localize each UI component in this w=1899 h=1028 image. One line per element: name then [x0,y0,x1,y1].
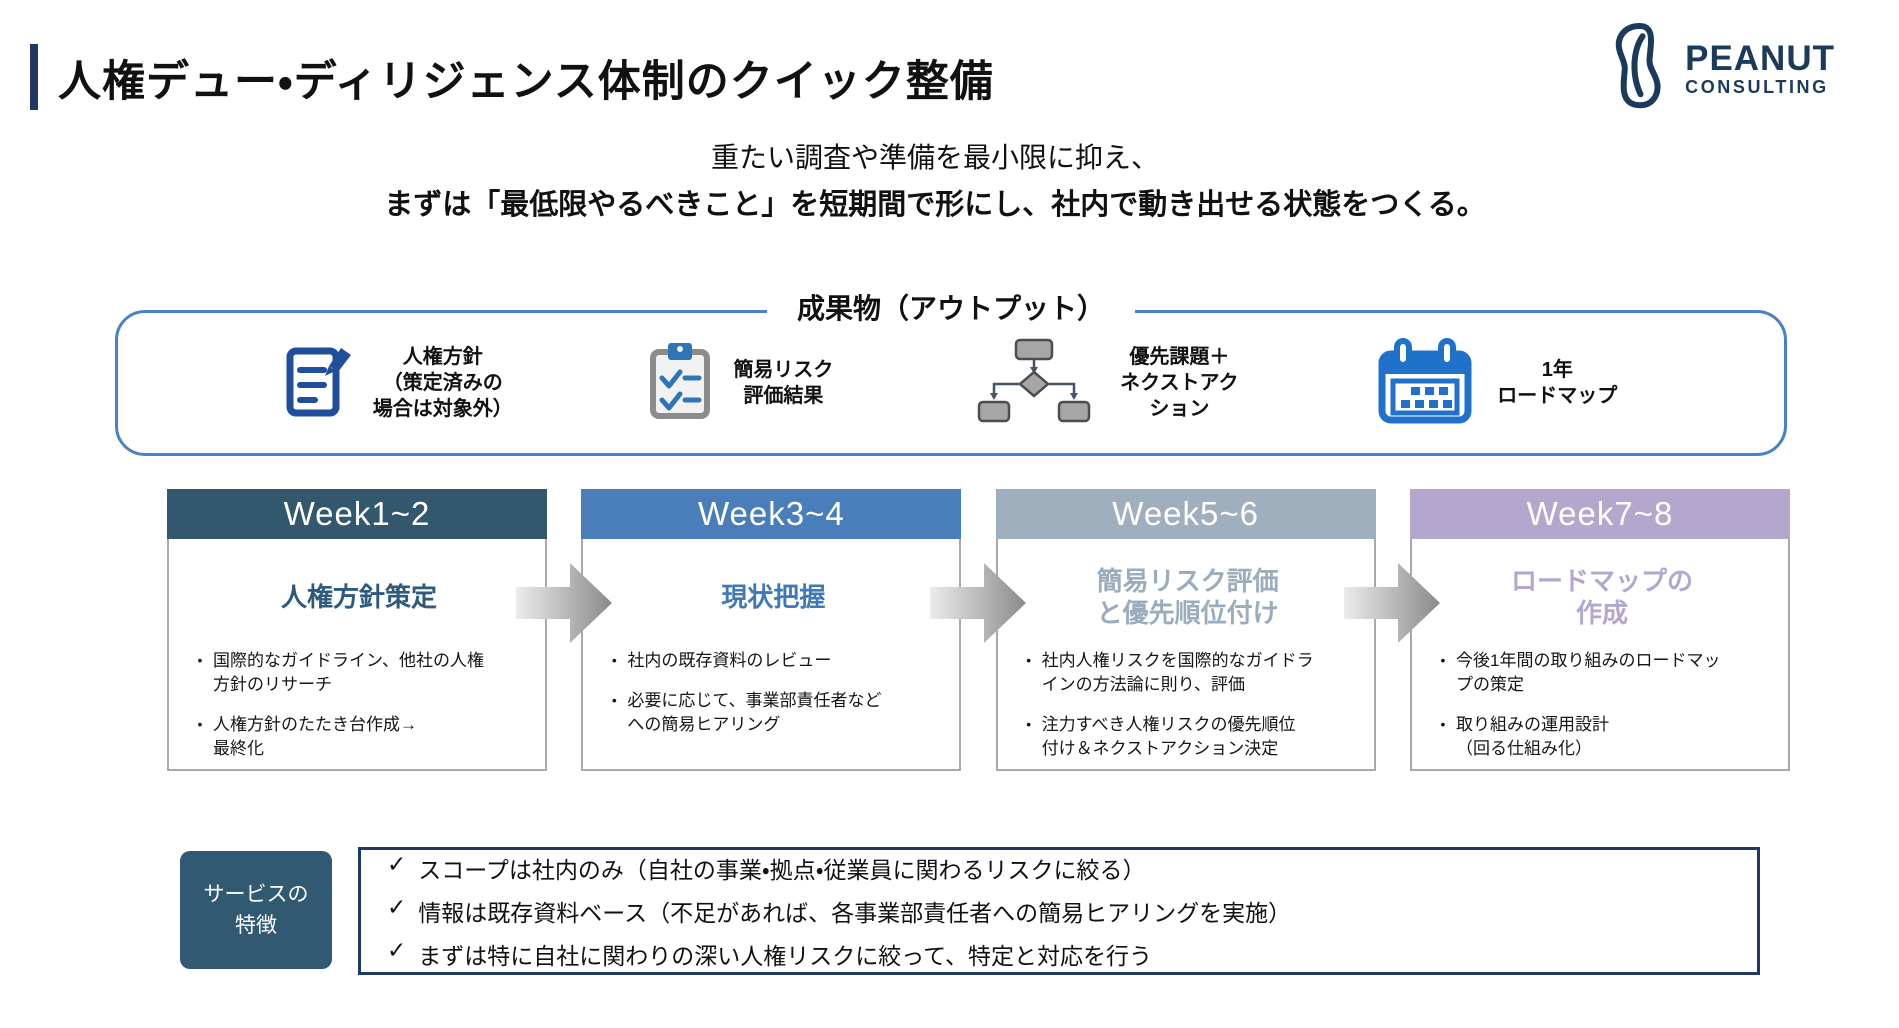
outputs-items: 人権方針 （策定済みの 場合は対象外） 簡易リスク 評価結果 [118,313,1784,453]
check-icon: ✓ [387,937,407,963]
subtitle-block: 重たい調査や準備を最小限に抑え、 まずは「最低限やるべきこと」を短期間で形にし、… [0,136,1870,223]
output-item-label: 簡易リスク 評価結果 [733,359,834,407]
week-header: Week1~2 [167,489,547,539]
bullet-item: •今後1年間の取り組みのロードマッ プの策定 [1430,649,1774,697]
bullet-item: •人権方針のたたき台作成→ 最終化 [187,713,531,761]
output-item-label: 人権方針 （策定済みの 場合は対象外） [372,346,513,420]
output-item-policy: 人権方針 （策定済みの 場合は対象外） [285,342,513,425]
week-column-4: Week7~8 ロードマップの 作成 •今後1年間の取り組みのロードマッ プの策… [1409,489,1790,771]
flow-arrow-icon [516,563,612,643]
feature-text: まずは特に自社に関わりの深い人権リスクに絞って、特定と対応を行う [418,943,1152,969]
week-subtitle: 簡易リスク評価 と優先順位付け [1096,566,1279,628]
logo-brand: PEANUT [1685,38,1835,78]
feature-line: ✓ スコープは社内のみ（自社の事業・拠点・従業員に関わるリスクに絞る） [387,851,1731,885]
bullet-dot: • [1440,716,1446,733]
bullet-dot: • [1026,652,1032,668]
bullet-dot: • [611,692,617,709]
output-item-roadmap: 1年 ロードマップ [1375,337,1618,429]
bullet-dot: • [1440,652,1446,668]
feature-text: 情報は既存資料ベース（不足があれば、各事業部責任者への簡易ヒアリングを実施） [418,900,1292,926]
week-subtitle: 現状把握 [721,582,826,613]
bullet-dot: • [611,652,617,668]
bullet-item: •国際的なガイドライン、他社の人権 方針のリサーチ [187,649,531,697]
week-header: Week5~6 [995,489,1376,539]
bullet-dot: • [197,716,203,733]
output-item-label: 1年 ロードマップ [1497,359,1618,407]
outputs-panel-label: 成果物（アウトプット） [766,287,1136,327]
week-body: 人権方針策定 •国際的なガイドライン、他社の人権 方針のリサーチ •人権方針のた… [167,539,547,771]
bullet-item: •注力すべき人権リスクの優先順位 付け＆ネクストアクション決定 [1016,713,1360,761]
week-column-2: Week3~4 現状把握 •社内の既存資料のレビュー •必要に応じて、事業部責任… [581,489,962,771]
page-title: 人権デュー・ディリジェンス体制のクイック整備 [58,58,994,106]
output-item-risk-result: 簡易リスク 評価結果 [649,342,833,425]
bullet-item: •取り組みの運用設計 （回る仕組み化） [1430,713,1774,761]
week-subtitle: 人権方針策定 [280,582,437,613]
feature-line: ✓ まずは特に自社に関わりの深い人権リスクに絞って、特定と対応を行う [387,937,1731,971]
features-tab: サービスの 特徴 [180,851,332,969]
peanut-icon [1607,22,1671,115]
bullet-item: •社内の既存資料のレビュー [601,649,945,673]
bullet-item: •必要に応じて、事業部責任者など への簡易ヒアリング [601,689,945,737]
outputs-panel: 成果物（アウトプット） 人権方針 （策定済みの 場合は対象外） [115,287,1787,456]
calendar-icon [1375,337,1475,429]
features-box: ✓ スコープは社内のみ（自社の事業・拠点・従業員に関わるリスクに絞る） ✓ 情報… [358,847,1760,975]
flow-arrow-icon [930,563,1026,643]
flowchart-icon [970,338,1098,429]
check-icon: ✓ [387,894,407,920]
document-pen-icon [285,342,351,425]
subtitle-line-2: まずは「最低限やるべきこと」を短期間で形にし、社内で動き出せる状態をつくる。 [384,189,1486,221]
week-timeline: Week1~2 人権方針策定 •国際的なガイドライン、他社の人権 方針のリサーチ… [167,489,1790,771]
output-item-label: 優先課題＋ ネクストアク ション [1120,346,1239,420]
week-body: 現状把握 •社内の既存資料のレビュー •必要に応じて、事業部責任者など への簡易… [581,539,962,771]
logo-brand-sub: CONSULTING [1685,76,1829,97]
bullet-dot: • [1026,716,1032,733]
week-column-1: Week1~2 人権方針策定 •国際的なガイドライン、他社の人権 方針のリサーチ… [167,489,547,771]
week-body: 簡易リスク評価 と優先順位付け •社内人権リスクを国際的なガイドラ インの方法論… [995,539,1376,771]
bullet-dot: • [197,652,203,668]
output-item-priority: 優先課題＋ ネクストアク ション [970,338,1239,429]
logo-text: PEANUT CONSULTING [1685,40,1835,97]
clipboard-check-icon [649,342,711,425]
week-subtitle: ロードマップの 作成 [1510,566,1693,628]
feature-line: ✓ 情報は既存資料ベース（不足があれば、各事業部責任者への簡易ヒアリングを実施） [387,894,1731,928]
week-column-3: Week5~6 簡易リスク評価 と優先順位付け •社内人権リスクを国際的なガイド… [995,489,1376,771]
week-header: Week3~4 [581,489,962,539]
feature-text: スコープは社内のみ（自社の事業・拠点・従業員に関わるリスクに絞る） [418,857,1146,883]
subtitle-line-1: 重たい調査や準備を最小限に抑え、 [710,142,1159,173]
title-accent-bar [30,44,38,110]
week-header: Week7~8 [1409,489,1790,539]
week-body: ロードマップの 作成 •今後1年間の取り組みのロードマッ プの策定 •取り組みの… [1409,539,1790,771]
bullet-item: •社内人権リスクを国際的なガイドラ インの方法論に則り、評価 [1016,649,1360,697]
peanut-logo: PEANUT CONSULTING [1607,22,1835,115]
check-icon: ✓ [387,851,407,877]
flow-arrow-icon [1344,563,1440,643]
